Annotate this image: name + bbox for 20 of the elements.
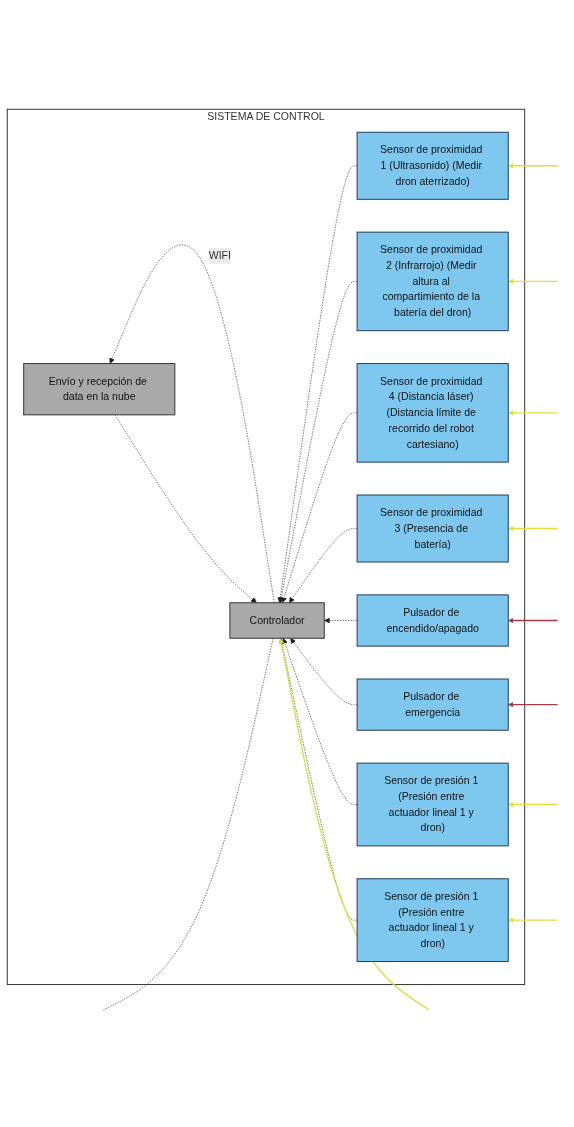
arrow	[508, 410, 559, 417]
arrow	[508, 702, 559, 708]
process-box: Sensor de proximidad 2 (Infrarrojo) (Medir altura al compartimiento de la batería del dron)	[356, 232, 509, 332]
process-box: Pulsador de emergencia	[356, 679, 509, 732]
arrow	[508, 917, 559, 924]
process-box: Sensor de proximidad 4 (Distancia láser) (Distancia límite de recorrido del robot cartesiano)	[356, 363, 509, 464]
arrow	[278, 638, 430, 1011]
arrow	[508, 163, 559, 170]
arrow	[508, 802, 559, 808]
process-box: Pulsador de encendido/apagado	[356, 594, 509, 648]
process-box: Controlador	[229, 602, 325, 640]
edge-label: WIFI	[208, 248, 231, 265]
arrow	[508, 618, 559, 624]
process-box: Sensor de proximidad 1 (Ultrasonido) (Medir dron aterrizado)	[356, 132, 509, 201]
process-box: Sensor de presión 1 (Presión entre actuador lineal 1 y dron)	[356, 763, 509, 847]
process-box: Sensor de presión 1 (Presión entre actuador lineal 1 y dron)	[356, 878, 509, 963]
process-box: Envío y recepción de data en la nube	[23, 363, 176, 416]
arrow	[508, 526, 559, 532]
process-box: Sensor de proximidad 3 (Presencia de batería)	[356, 495, 509, 563]
arrow	[508, 279, 559, 285]
